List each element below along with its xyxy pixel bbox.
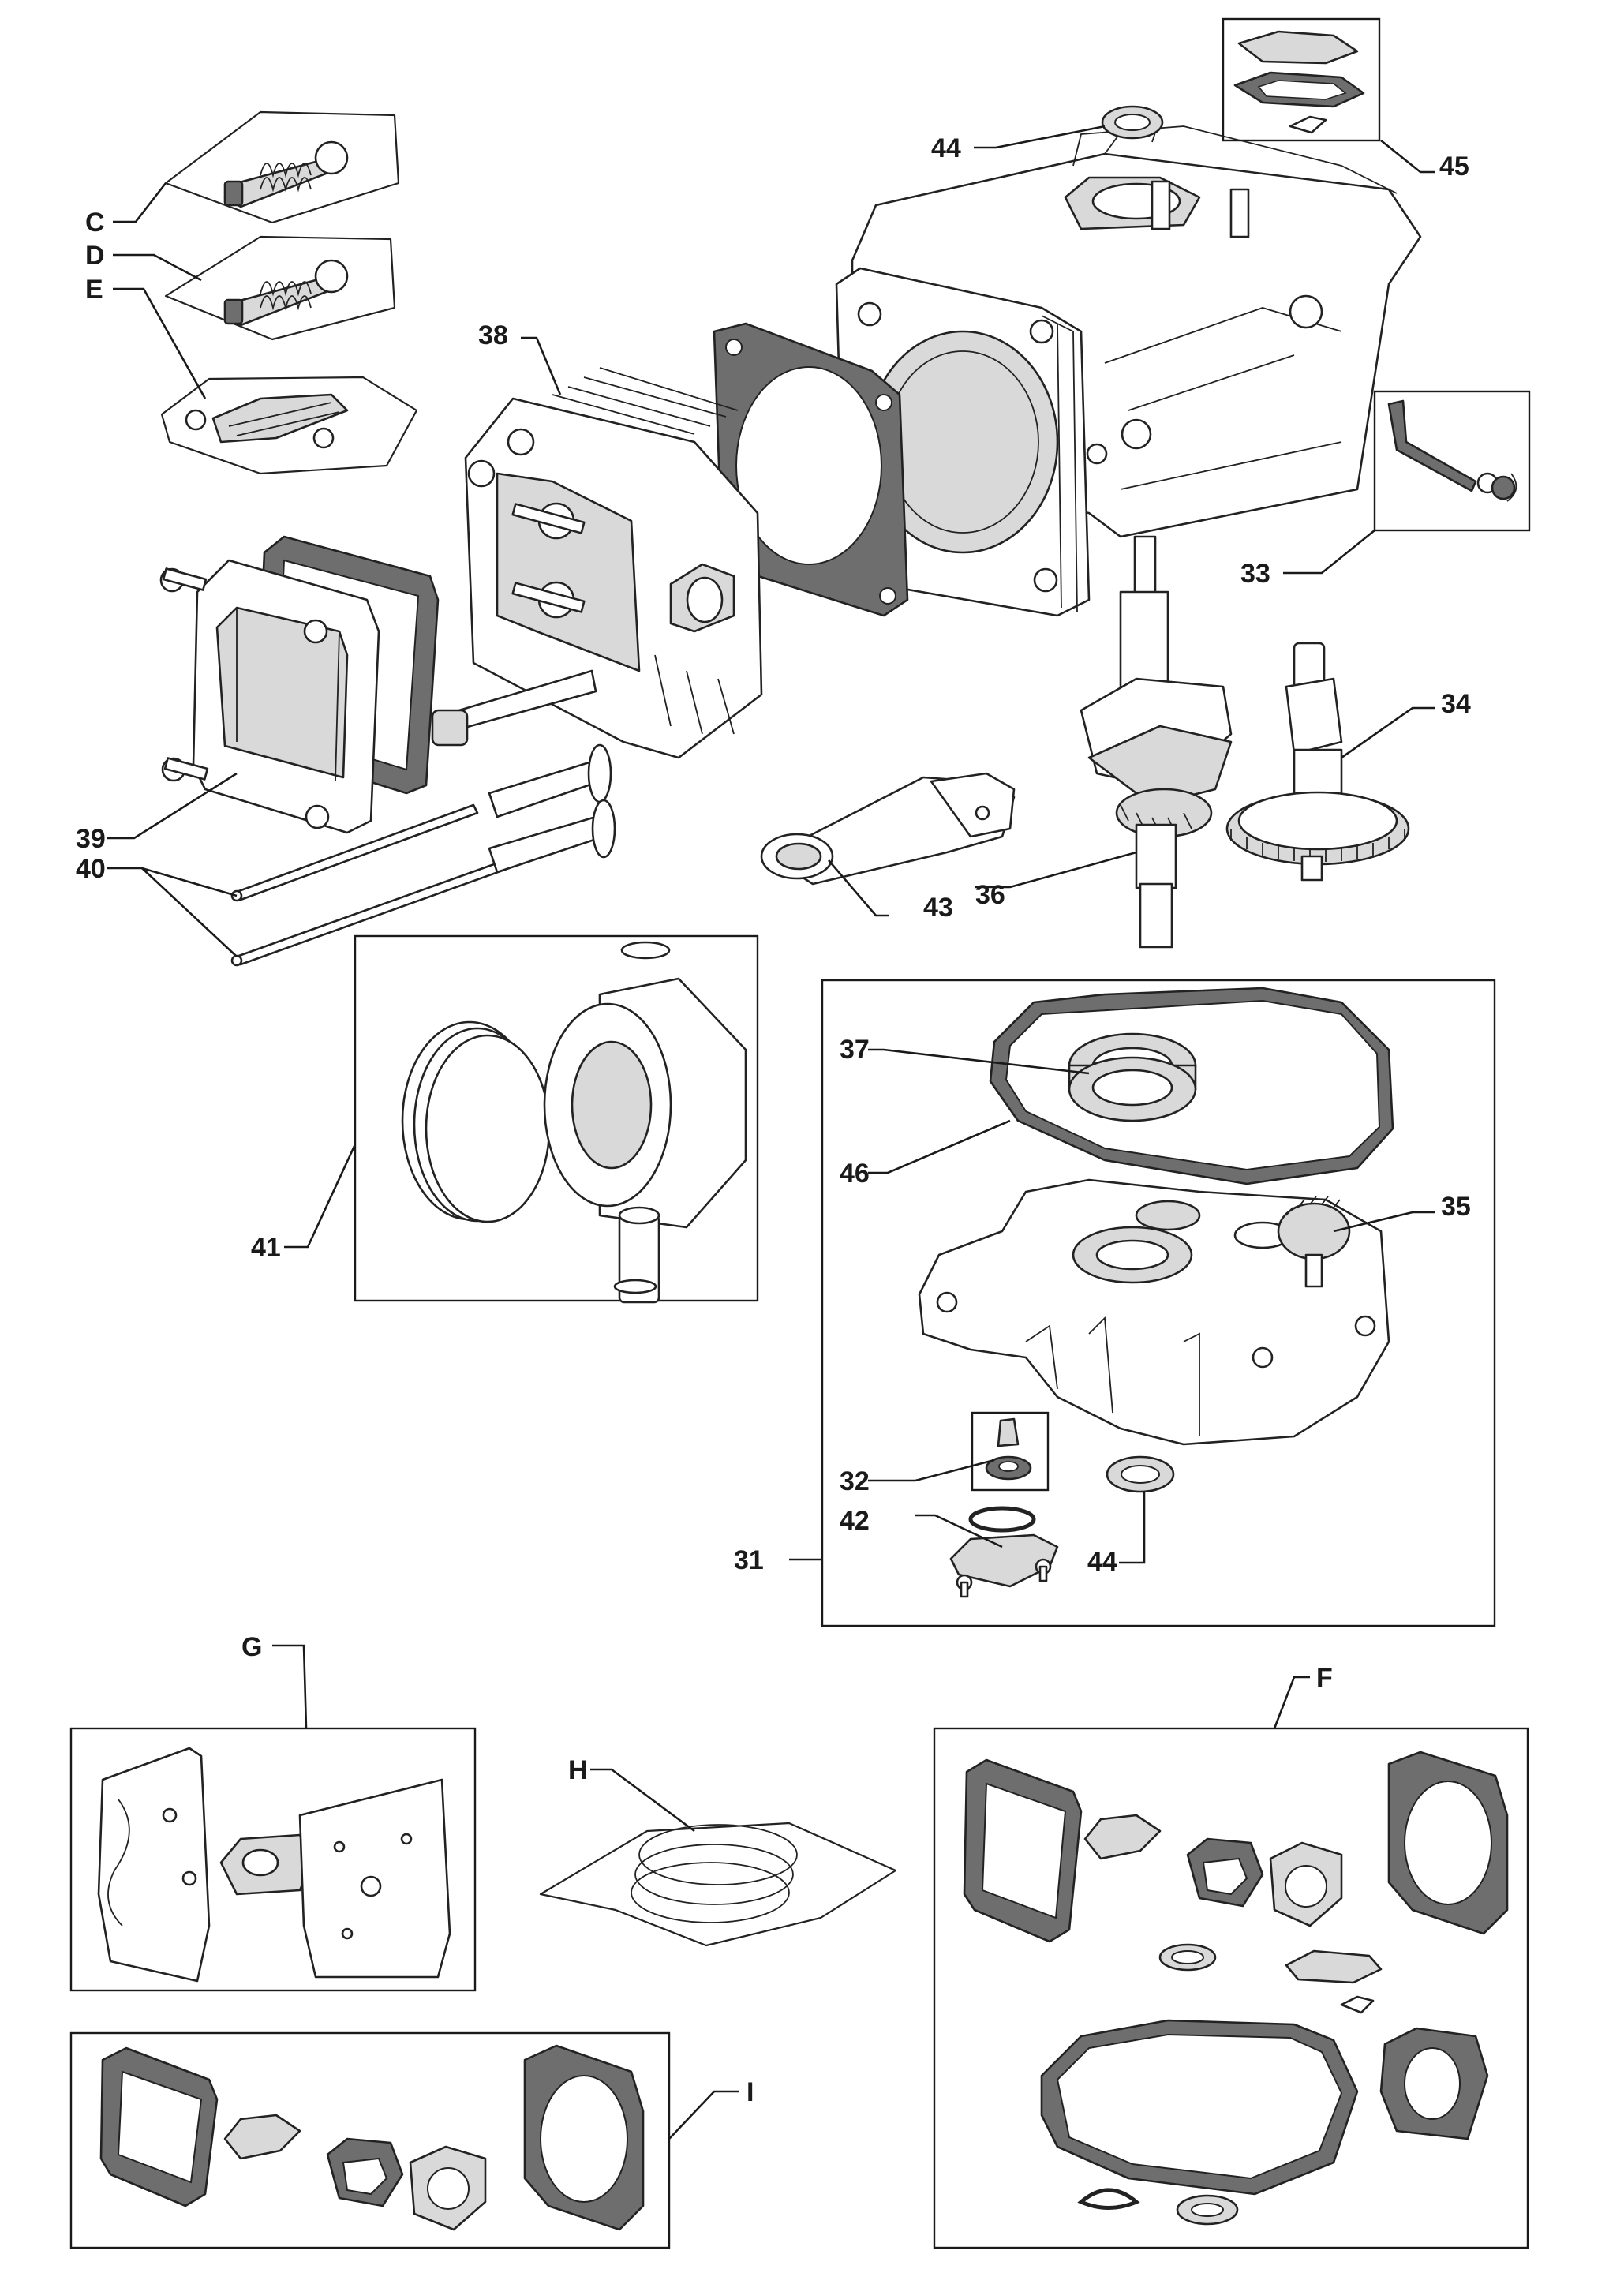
valve-cover[interactable] (159, 559, 380, 834)
label-46: 46 (840, 1159, 870, 1189)
crank-bearing[interactable] (1068, 1032, 1197, 1122)
engine-block[interactable] (835, 118, 1422, 617)
oil-seal-top[interactable] (1101, 105, 1164, 140)
camshaft-gear[interactable] (1225, 642, 1410, 882)
label-C: C (85, 208, 105, 238)
cylinder-head[interactable] (431, 367, 763, 759)
governor-shaft-frame (971, 1411, 1050, 1492)
label-37: 37 (840, 1035, 870, 1065)
intake-spacer-kit[interactable] (97, 1747, 451, 1983)
label-38: 38 (478, 320, 508, 350)
crankcase-cover[interactable] (918, 1178, 1390, 1446)
label-39: 39 (76, 824, 106, 854)
label-44-bottom: 44 (1087, 1547, 1117, 1577)
piston-kit-frame (354, 934, 759, 1302)
crankshaft[interactable] (1080, 535, 1233, 949)
label-33: 33 (1240, 559, 1270, 589)
label-44-top: 44 (931, 133, 961, 163)
full-gasket-set-frame (933, 1727, 1529, 2249)
label-H: H (568, 1755, 588, 1785)
label-31: 31 (734, 1545, 764, 1575)
label-E: E (85, 275, 103, 305)
breather-cover-kit[interactable] (1233, 30, 1365, 134)
head-gasket[interactable] (713, 322, 909, 617)
label-45: 45 (1439, 152, 1469, 182)
label-34: 34 (1441, 689, 1471, 719)
top-gasket-set-frame (69, 2031, 671, 2249)
connecting-rod[interactable] (760, 772, 1016, 886)
intake-kit-frame (69, 1727, 477, 1992)
rocker-arm-kit-e[interactable] (160, 376, 418, 475)
label-35: 35 (1441, 1192, 1471, 1222)
valve-kit-c[interactable] (164, 110, 400, 224)
crankcase-cover-frame (821, 979, 1496, 1627)
valves[interactable] (488, 743, 616, 874)
governor-shaft-kit[interactable] (985, 1417, 1032, 1481)
governor-lever-kit[interactable] (1387, 399, 1517, 502)
valve-kit-d[interactable] (164, 235, 396, 341)
governor-gear[interactable] (1277, 1196, 1351, 1288)
leader-lines (107, 125, 1435, 2140)
label-36: 36 (975, 880, 1005, 910)
top-gasket-set[interactable] (99, 2044, 645, 2231)
push-rods[interactable] (230, 803, 511, 967)
label-F: F (1316, 1663, 1333, 1693)
label-D: D (85, 241, 105, 271)
piston-ring-set[interactable] (539, 1822, 897, 1947)
valve-spring-icon (260, 163, 312, 193)
label-41: 41 (251, 1233, 281, 1263)
oil-pump-plate[interactable] (949, 1506, 1059, 1598)
governor-kit-frame (1373, 390, 1531, 532)
piston-with-rings[interactable] (401, 941, 747, 1304)
label-40: 40 (76, 854, 106, 884)
label-43: 43 (923, 893, 953, 923)
breather-kit-frame (1222, 17, 1381, 142)
full-gasket-set[interactable] (963, 1751, 1509, 2226)
label-I: I (747, 2077, 754, 2107)
oil-seal-bottom[interactable] (1106, 1455, 1175, 1493)
label-32: 32 (840, 1466, 870, 1496)
label-G: G (241, 1632, 262, 1662)
label-42: 42 (840, 1506, 870, 1536)
